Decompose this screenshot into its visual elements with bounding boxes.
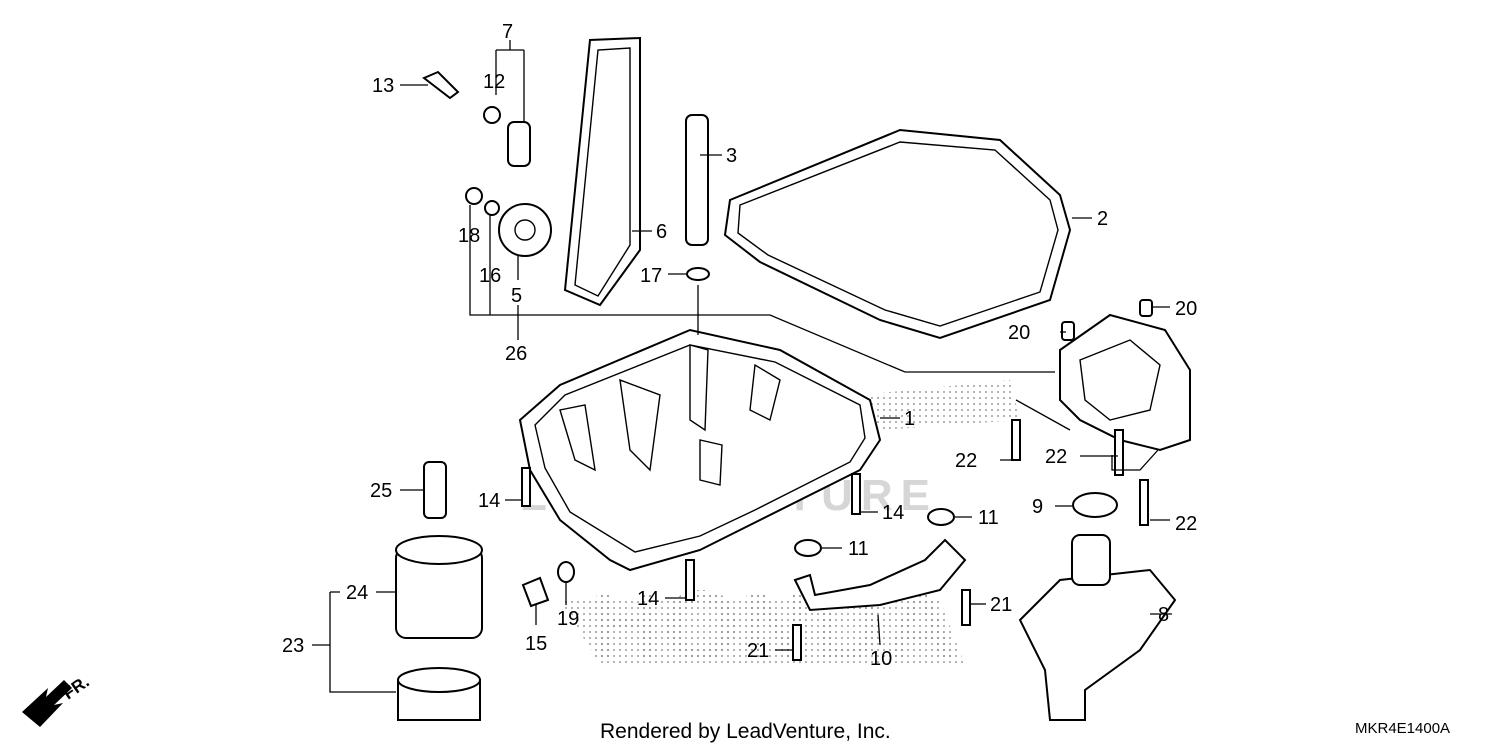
callout-10: 10 <box>870 648 892 670</box>
part-6-chain <box>563 36 641 307</box>
callout-25: 25 <box>370 480 392 502</box>
footer-credit: Rendered by LeadVenture, Inc. <box>600 720 891 743</box>
arrow-icon <box>22 680 72 727</box>
callouts: 13 7 12 3 2 6 17 18 16 5 26 20 20 1 22 2… <box>282 21 1197 670</box>
front-direction-indicator: FR. <box>22 672 93 727</box>
orings <box>794 492 1118 557</box>
callout-24: 24 <box>346 582 368 604</box>
callout-17: 17 <box>640 265 662 287</box>
callout-22-right: 22 <box>1175 513 1197 535</box>
callout-11-left: 11 <box>848 538 869 560</box>
callout-8: 8 <box>1158 604 1169 626</box>
callout-6: 6 <box>656 221 667 243</box>
callout-26: 26 <box>505 343 527 365</box>
callout-2: 2 <box>1097 208 1108 230</box>
callout-14-right: 14 <box>882 502 904 524</box>
callout-22-left: 22 <box>955 450 977 472</box>
part-25-bolt <box>423 461 447 519</box>
drain-bolt <box>521 561 575 608</box>
part-8-strainer <box>1018 534 1177 721</box>
callout-14-bottom: 14 <box>637 588 659 610</box>
leader-lines <box>312 40 1172 693</box>
callout-9: 9 <box>1032 496 1043 518</box>
callout-20-right: 20 <box>1175 298 1197 320</box>
part-5-sprocket <box>498 203 552 257</box>
callout-14-left: 14 <box>478 490 500 512</box>
part-10-pipe <box>793 538 967 612</box>
callout-21-right: 21 <box>990 594 1012 616</box>
part-2-gasket <box>723 128 1072 340</box>
callout-13: 13 <box>372 75 394 97</box>
callout-16: 16 <box>479 265 501 287</box>
callout-5: 5 <box>511 285 522 307</box>
bolts <box>521 419 1149 661</box>
callout-19: 19 <box>557 608 579 630</box>
small-hardware <box>422 70 710 281</box>
callout-3: 3 <box>726 145 737 167</box>
callout-11-right: 11 <box>978 507 999 529</box>
oil-pump <box>1059 299 1191 452</box>
part-1-oil-pan <box>518 328 882 572</box>
callout-15: 15 <box>525 633 547 655</box>
oil-filter <box>395 535 483 721</box>
part-3-pipe <box>685 114 709 246</box>
direction-label: FR. <box>59 672 92 703</box>
callout-7: 7 <box>502 21 513 43</box>
callout-22-mid: 22 <box>1045 446 1067 468</box>
callout-20-left: 20 <box>1008 322 1030 344</box>
callout-23: 23 <box>282 635 304 657</box>
callout-18: 18 <box>458 225 480 247</box>
callout-1: 1 <box>904 408 915 430</box>
callout-12: 12 <box>483 71 505 93</box>
diagram-code: MKR4E1400A <box>1355 720 1450 737</box>
callout-21-left: 21 <box>747 640 769 662</box>
